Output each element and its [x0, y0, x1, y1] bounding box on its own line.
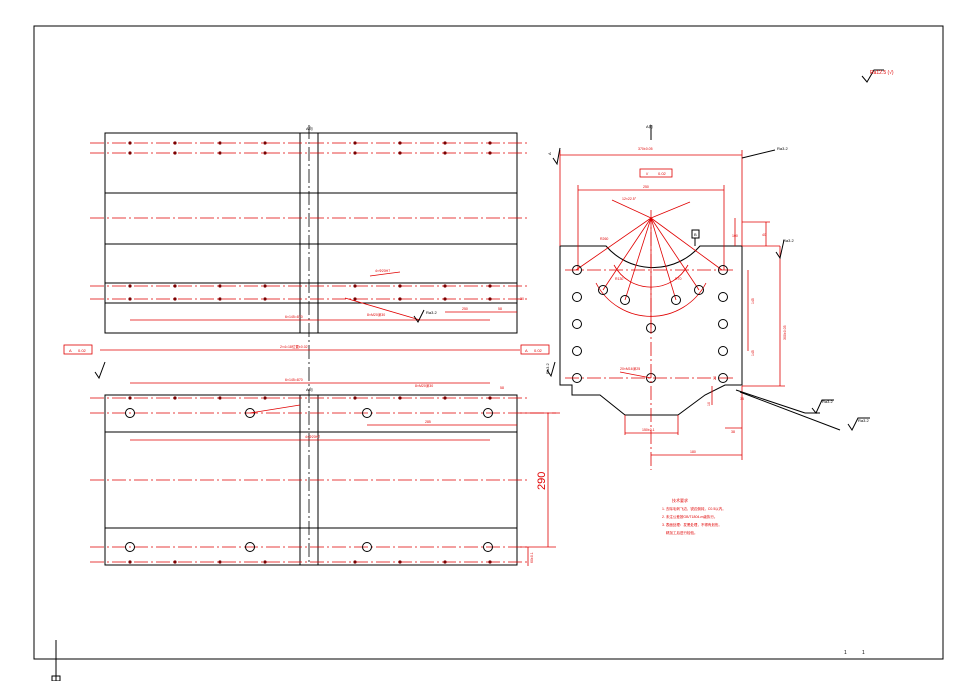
upper-hole-dots	[128, 141, 492, 301]
left-mid-label: A向	[306, 386, 313, 392]
dim-10: 10	[707, 402, 711, 406]
dim-35: 35	[740, 397, 744, 401]
small-dim-30: 30	[520, 297, 524, 301]
left-view: A向 6×145=870 250 58 8×M20深30 Ra3.2 4×Φ20…	[63, 125, 560, 566]
roughness-bottom-a: Ra3.2	[822, 399, 833, 404]
roughness-bottom-b: Ra3.2	[858, 418, 869, 423]
radius-label: R260	[600, 237, 608, 241]
radial-pattern	[575, 199, 723, 328]
right-dim-145b: 145	[751, 350, 755, 356]
spacing-58: 58	[498, 307, 502, 311]
notes-line1: 1. 去除毛刺飞边，锐边倒钝，C0.5以内。	[662, 506, 726, 511]
right-view: 150±0.1 370±0.05 // 0.02 250 A向 Ra3.2	[545, 123, 870, 470]
flatness-right: 0.02	[534, 348, 543, 353]
parallel-value: 0.02	[658, 171, 667, 176]
roughness-right-a: Ra3.2	[777, 146, 788, 151]
right-dim-145: 145	[751, 298, 755, 304]
sheet-border	[33, 25, 944, 660]
lower-bores	[125, 396, 493, 564]
roughness-upper: Ra3.2	[426, 310, 437, 315]
side-holes	[572, 265, 728, 383]
notes-line2: 2. 未注公差按GB/T1804-m级执行。	[662, 514, 717, 519]
notes-line4: 精加工后进行检验。	[666, 530, 698, 535]
corner-mark-box	[51, 675, 61, 681]
bottom-dim-180: 180	[690, 450, 696, 454]
roughness-right-b: Ra3.2	[783, 238, 794, 243]
datum-left-right-view: Ra3.2	[545, 363, 550, 374]
thread-callout-lower: 8×M20深30	[415, 383, 433, 388]
datum-side: A	[547, 152, 552, 155]
roughness-note-text: Ra12.5 (√)	[870, 69, 894, 76]
datum-b: B	[694, 232, 697, 237]
small-height: 40	[762, 233, 766, 237]
angle-a: R130	[615, 277, 623, 281]
dim-20: 20	[713, 376, 717, 380]
dim-38: 38	[731, 430, 735, 434]
height-100: 100	[732, 234, 738, 238]
vertical-dim-290: 290	[536, 472, 548, 490]
left-top-label: A向	[306, 125, 313, 131]
top-width-dim: 370±0.05	[638, 147, 653, 151]
page-number: 1	[844, 650, 847, 656]
right-top-label: A向	[646, 123, 653, 129]
thread-callout-upper: 8×M20深30	[367, 312, 385, 317]
row-a-span-label: 6×145=870	[285, 315, 303, 319]
spacing-58b: 58	[500, 386, 504, 390]
datum-right: A	[525, 348, 528, 353]
spacing-285: 285	[425, 420, 431, 424]
spacing-250: 250	[462, 307, 468, 311]
roughness-note: Ra12.5 (√)	[861, 69, 894, 83]
datum-left: A	[69, 348, 72, 353]
page-total: 1	[862, 650, 865, 656]
technical-notes: 技术要求 1. 去除毛刺飞边，锐边倒钝，C0.5以内。 2. 未注公差按GB/T…	[662, 497, 726, 535]
inner-width: 250	[643, 185, 649, 189]
flatness-left: 0.02	[78, 348, 87, 353]
bore-callout-upper: 4×Φ20H7	[375, 269, 390, 273]
bottom-dim: 60±0.1	[530, 552, 534, 563]
angle-callout: 12×22.5°	[622, 197, 637, 201]
angle-b: R70	[675, 277, 681, 281]
base-dim: 150±0.1	[642, 428, 655, 432]
notes-line3: 3. 表面处理：发黑处理，不得有划伤。	[662, 522, 722, 527]
notes-title: 技术要求	[672, 497, 688, 503]
row-b-span-label: 6×145=870	[285, 378, 303, 382]
bore-callout-lower: 4×Φ20H7	[305, 435, 320, 439]
hole-callout: 20×M16深25	[620, 366, 640, 371]
overall-width-dim: 2×4=18位置±0.02	[280, 344, 308, 349]
height-300: 300±0.05	[783, 325, 787, 340]
parallel-symbol: //	[646, 171, 649, 176]
